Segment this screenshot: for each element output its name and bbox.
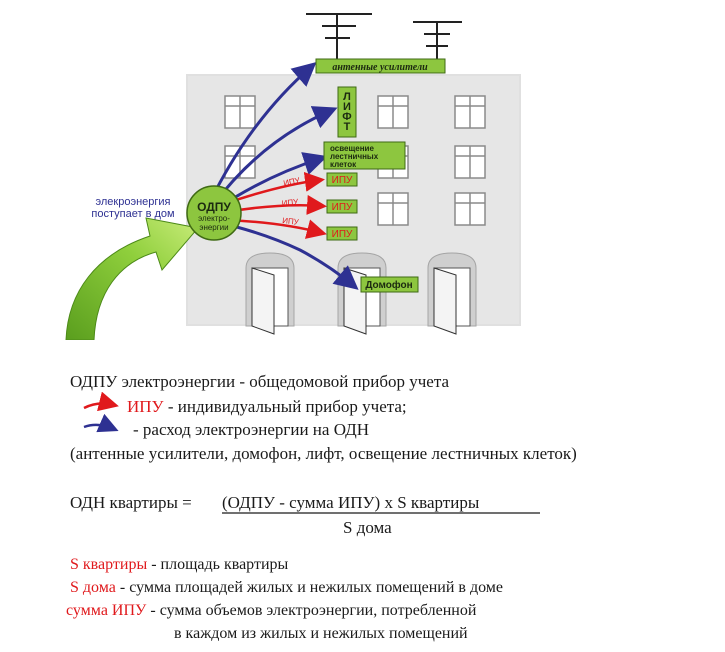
definition-s-house-term: S дома xyxy=(70,579,116,596)
legend-odn-line: - расход электроэнергии на ОДН xyxy=(133,420,369,439)
definition-s-apartment-term: S квартиры xyxy=(70,556,148,573)
svg-text:освещение: освещение xyxy=(330,144,374,153)
definition-sum-ipu-term: сумма ИПУ xyxy=(66,602,147,619)
formula-numerator: (ОДПУ - сумма ИПУ) х S квартиры xyxy=(222,493,480,512)
incoming-label-line1: элекроэнергия xyxy=(96,196,171,208)
svg-text:энергии: энергии xyxy=(199,223,228,232)
legend-red-arrow-icon xyxy=(83,391,119,412)
svg-text:электро-: электро- xyxy=(198,214,230,223)
legend-ipu-term: ИПУ xyxy=(127,397,164,416)
incoming-label-line2: поступает в дом xyxy=(91,208,174,220)
svg-text:лестничных: лестничных xyxy=(330,152,379,161)
ipu-arrow-label-2: ИПУ xyxy=(281,197,299,208)
antenna-left xyxy=(306,13,372,60)
antenna-right xyxy=(413,21,462,60)
svg-text:клеток: клеток xyxy=(330,160,357,169)
definition-sum-ipu-desc-2: в каждом из жилых и нежилых помещений xyxy=(174,625,468,642)
odpu-meter: ОДПУ электро- энергии xyxy=(186,185,242,241)
ipu-arrow-label-1: ИПУ xyxy=(283,176,302,188)
svg-text:ОДПУ: ОДПУ xyxy=(197,200,231,214)
stairway-lighting-box: освещение лестничных клеток xyxy=(323,141,406,170)
antenna-amplifier-box: антенные усилители xyxy=(315,58,446,74)
svg-text:Домофон: Домофон xyxy=(365,279,412,291)
svg-text:ИПУ: ИПУ xyxy=(332,202,353,213)
svg-text:ИПУ: ИПУ xyxy=(332,175,353,186)
building-diagram: ИПУ ИПУ ИПУ ОДПУ электро- энергии элекро… xyxy=(65,13,521,340)
ipu-box-3: ИПУ xyxy=(326,226,358,241)
legend-ipu-desc: - индивидуальный прибор учета; xyxy=(163,397,407,416)
definition-s-apartment: S квартиры - площадь квартиры xyxy=(70,557,288,573)
formula-denominator: S дома xyxy=(343,518,392,537)
legend-blue-arrow-icon xyxy=(83,413,119,433)
definition-sum-ipu-desc: - сумма объемов электроэнергии, потребле… xyxy=(146,602,477,619)
svg-text:антенные усилители: антенные усилители xyxy=(332,62,428,73)
ipu-box-1: ИПУ xyxy=(326,172,358,187)
ipu-box-2: ИПУ xyxy=(326,199,358,214)
legend-odn-list: (антенные усилители, домофон, лифт, осве… xyxy=(70,444,577,463)
ipu-arrow-label-3: ИПУ xyxy=(282,216,300,227)
svg-text:ИПУ: ИПУ xyxy=(332,229,353,240)
formula-lhs: ОДН квартиры = xyxy=(70,493,192,512)
definition-sum-ipu: сумма ИПУ - сумма объемов электроэнергии… xyxy=(66,603,476,619)
definition-s-house: S дома - сумма площадей жилых и нежилых … xyxy=(70,580,503,596)
legend-ipu-line: ИПУ - индивидуальный прибор учета; xyxy=(127,398,407,415)
legend-odpu-line: ОДПУ электроэнергии - общедомовой прибор… xyxy=(70,372,450,391)
intercom-box: Домофон xyxy=(360,276,419,293)
definition-s-apartment-desc: - площадь квартиры xyxy=(147,556,289,573)
definition-s-house-desc: - сумма площадей жилых и нежилых помещен… xyxy=(115,579,504,596)
